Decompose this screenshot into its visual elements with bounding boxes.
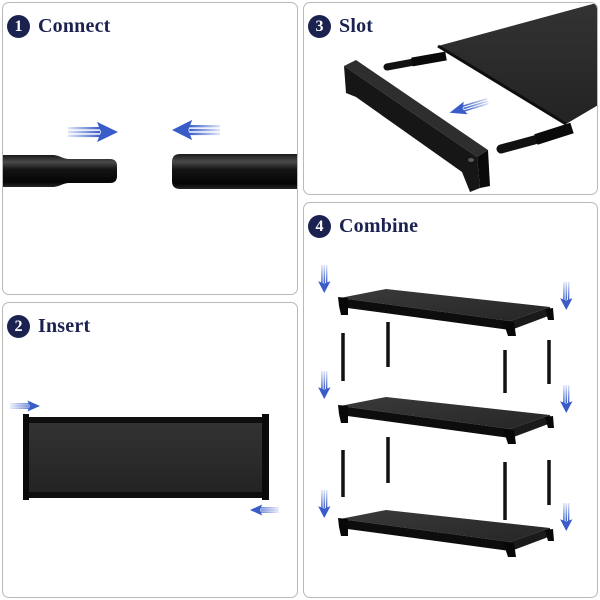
end-bracket [344, 60, 490, 192]
tube-left-swaged [3, 155, 117, 187]
shelf-middle [338, 397, 554, 444]
combine-illustration [318, 265, 573, 557]
shelf-fabric-sheet [438, 3, 597, 124]
tube-right [172, 154, 297, 189]
shelf-top [338, 289, 554, 336]
step-title: Slot [339, 15, 374, 37]
slot-illustration [344, 3, 597, 192]
step-connect-header: 1 Connect [7, 15, 111, 38]
top-rail [24, 417, 268, 423]
step-title: Connect [38, 15, 111, 37]
bottom-pole [496, 134, 543, 154]
step-slot-header: 3 Slot [308, 15, 373, 38]
shelf-fabric-panel [27, 420, 266, 495]
fabric-sleeve-edge [437, 44, 567, 126]
step-number-badge: 4 [308, 215, 331, 238]
step-insert-panel: 2 Insert [2, 302, 298, 598]
arrow-down-icon [318, 265, 331, 293]
lower-poles [341, 437, 551, 520]
arrow-down-icon [560, 503, 573, 531]
top-pole [383, 58, 418, 71]
step-number-badge: 2 [7, 315, 30, 338]
left-frame [23, 414, 29, 500]
bottom-rail [24, 492, 268, 498]
insert-illustration [10, 400, 279, 516]
step-title: Insert [38, 315, 91, 337]
arrow-down-icon [560, 282, 573, 310]
step-combine-header: 4 Combine [308, 215, 418, 238]
step-number-badge: 3 [308, 15, 331, 38]
shelf-bottom [338, 510, 554, 557]
arrow-left-icon [172, 119, 220, 141]
step-connect-panel: 1 Connect [2, 2, 298, 295]
connect-illustration [3, 119, 297, 189]
upper-poles [341, 322, 551, 393]
step-number-badge: 1 [7, 15, 30, 38]
arrow-right-icon [68, 121, 118, 143]
arrow-down-icon [560, 385, 573, 413]
arrow-left-icon [250, 504, 279, 516]
bottom-pole-sleeve-end [534, 122, 574, 145]
arrow-right-icon [10, 400, 40, 412]
step-title: Combine [339, 215, 419, 237]
arrow-down-icon [318, 490, 331, 518]
step-insert-header: 2 Insert [7, 315, 90, 338]
step-combine-panel: 4 Combine [303, 202, 598, 598]
step-slot-panel: 3 Slot [303, 2, 598, 195]
top-pole-sleeve-end [411, 51, 447, 67]
arrow-left-icon [447, 94, 490, 120]
arrow-down-icon [318, 371, 331, 399]
right-frame [262, 414, 269, 500]
